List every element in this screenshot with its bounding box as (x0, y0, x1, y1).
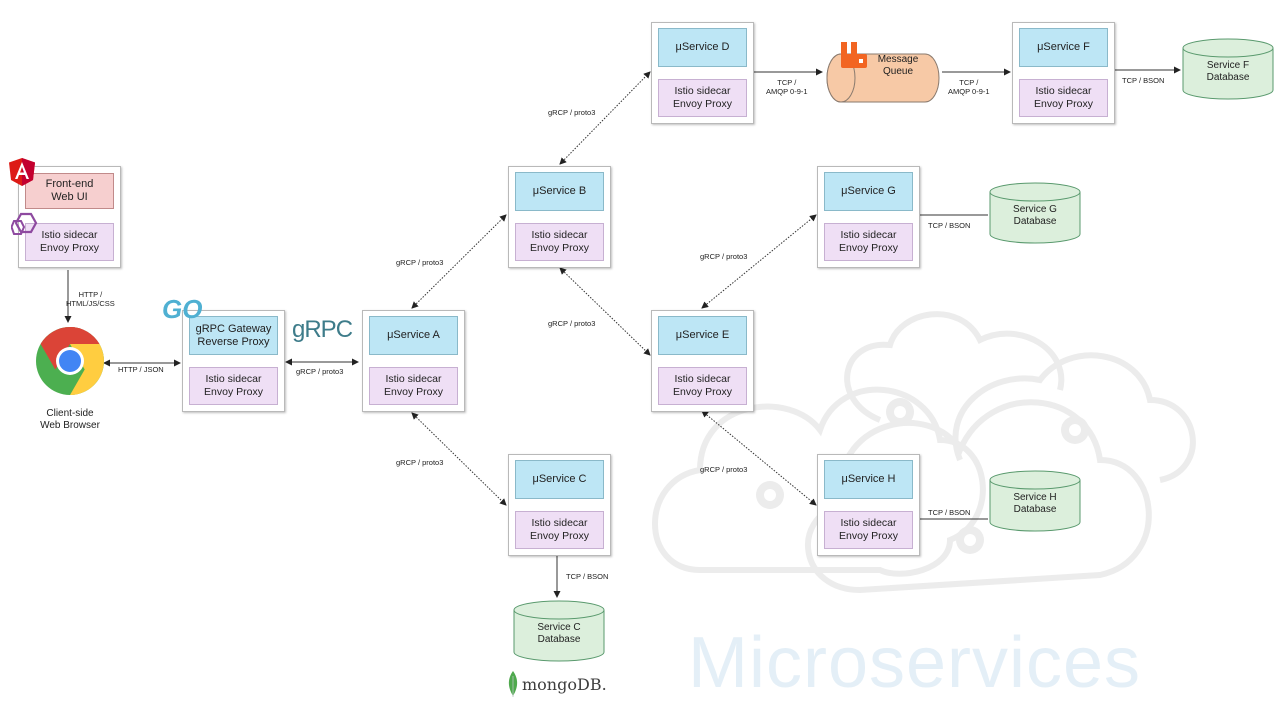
edge-b-e (559, 267, 651, 356)
service-e-title: μService E (658, 316, 747, 355)
queue-cylinder-icon (826, 42, 940, 103)
edge-label-gateway-a: gRCP / proto3 (296, 367, 344, 376)
service-b-title: μService B (515, 172, 604, 211)
service-f-title: μService F (1019, 28, 1108, 67)
edge-label-c-db: TCP / BSON (566, 572, 609, 581)
edge-label-g-db: TCP / BSON (928, 221, 971, 230)
edge-label-e-h: gRCP / proto3 (700, 465, 748, 474)
service-f-database[interactable]: Service F Database (1182, 38, 1274, 100)
mongodb-leaf-icon (508, 671, 518, 697)
database-h-icon (989, 470, 1081, 532)
service-h-title: μService H (824, 460, 913, 499)
service-c-database[interactable]: Service C Database (513, 600, 605, 662)
service-d-sidecar: Istio sidecar Envoy Proxy (658, 79, 747, 117)
service-a-box[interactable]: μService A Istio sidecar Envoy Proxy (362, 310, 465, 412)
service-g-database-label: Service G Database (1013, 204, 1057, 227)
edge-label-b-d: gRCP / proto3 (548, 108, 596, 117)
browser-label: Client-side Web Browser (40, 408, 100, 431)
microservices-watermark: Microservices (688, 623, 1142, 703)
service-h-database-label: Service H Database (1013, 492, 1057, 515)
go-logo: GO (162, 294, 203, 324)
service-b-sidecar: Istio sidecar Envoy Proxy (515, 223, 604, 261)
edge-label-http-json: HTTP / JSON (118, 365, 164, 374)
edge-label-b-e: gRCP / proto3 (548, 319, 596, 328)
chrome-browser-icon (36, 327, 104, 395)
edge-label-e-g: gRCP / proto3 (700, 252, 748, 261)
database-g-icon (989, 182, 1081, 244)
edge-a-c (411, 412, 507, 506)
edge-e-h (701, 410, 817, 506)
service-g-sidecar: Istio sidecar Envoy Proxy (824, 223, 913, 261)
frontend-title: Front-end Web UI (25, 173, 114, 209)
service-e-box[interactable]: μService E Istio sidecar Envoy Proxy (651, 310, 754, 412)
edge-label-queue-f: TCP / AMQP 0-9-1 (948, 78, 990, 96)
service-c-title: μService C (515, 460, 604, 499)
frontend-sidecar: Istio sidecar Envoy Proxy (25, 223, 114, 261)
service-g-title: μService G (824, 172, 913, 211)
edge-label-http-html: HTTP / HTML/JS/CSS (66, 290, 115, 308)
edge-a-b (411, 214, 507, 309)
gateway-sidecar: Istio sidecar Envoy Proxy (189, 367, 278, 405)
gateway-title: gRPC Gateway Reverse Proxy (189, 316, 278, 355)
service-c-sidecar: Istio sidecar Envoy Proxy (515, 511, 604, 549)
service-a-title: μService A (369, 316, 458, 355)
service-e-sidecar: Istio sidecar Envoy Proxy (658, 367, 747, 405)
service-f-box[interactable]: μService F Istio sidecar Envoy Proxy (1012, 22, 1115, 124)
angular-logo-icon (9, 158, 35, 186)
frontend-service-box[interactable]: Front-end Web UI Istio sidecar Envoy Pro… (18, 166, 121, 268)
message-queue[interactable]: Message Queue (823, 42, 943, 104)
edge-label-f-db: TCP / BSON (1122, 76, 1165, 85)
service-g-database[interactable]: Service G Database (989, 182, 1081, 244)
edge-label-a-c: gRCP / proto3 (396, 458, 444, 467)
service-f-database-label: Service F Database (1206, 60, 1250, 83)
envoy-logo-icon (11, 212, 38, 235)
database-f-icon (1182, 38, 1274, 100)
grpc-logo: gRPC (292, 316, 353, 343)
mongodb-logo: mongoDB. (522, 675, 607, 694)
edge-e-g (701, 214, 817, 309)
service-f-sidecar: Istio sidecar Envoy Proxy (1019, 79, 1108, 117)
service-b-box[interactable]: μService B Istio sidecar Envoy Proxy (508, 166, 611, 268)
service-c-database-label: Service C Database (537, 622, 581, 645)
service-d-title: μService D (658, 28, 747, 67)
service-d-box[interactable]: μService D Istio sidecar Envoy Proxy (651, 22, 754, 124)
edge-label-a-b: gRCP / proto3 (396, 258, 444, 267)
edge-label-h-db: TCP / BSON (928, 508, 971, 517)
message-queue-label: Message Queue (877, 54, 919, 77)
service-c-box[interactable]: μService C Istio sidecar Envoy Proxy (508, 454, 611, 556)
edge-label-d-queue: TCP / AMQP 0-9-1 (766, 78, 808, 96)
service-h-sidecar: Istio sidecar Envoy Proxy (824, 511, 913, 549)
service-h-database[interactable]: Service H Database (989, 470, 1081, 532)
database-c-icon (513, 600, 605, 662)
edge-b-d (559, 71, 651, 165)
grpc-gateway-box[interactable]: gRPC Gateway Reverse Proxy Istio sidecar… (182, 310, 285, 412)
service-h-box[interactable]: μService H Istio sidecar Envoy Proxy (817, 454, 920, 556)
service-a-sidecar: Istio sidecar Envoy Proxy (369, 367, 458, 405)
service-g-box[interactable]: μService G Istio sidecar Envoy Proxy (817, 166, 920, 268)
